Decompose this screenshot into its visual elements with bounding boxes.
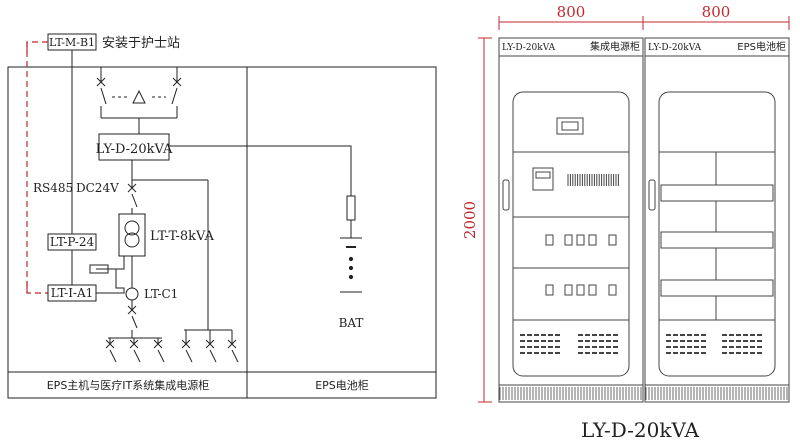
right-handle xyxy=(648,179,656,211)
insulation-link xyxy=(96,268,125,294)
breaker-module xyxy=(576,234,585,246)
vent-louvers xyxy=(499,174,788,400)
left-door xyxy=(512,91,630,377)
height-label: 2000 xyxy=(461,201,479,239)
ups-battery-line xyxy=(169,145,352,196)
footer-battery-label: EPS电池柜 xyxy=(315,379,369,392)
breaker-module xyxy=(564,284,573,296)
breaker-module xyxy=(545,234,554,246)
right-cabinet-name: EPS电池柜 xyxy=(737,40,786,53)
dc24v-label: DC24V xyxy=(76,181,119,195)
rs485-line xyxy=(26,41,48,294)
left-cabinet-name: 集成电源柜 xyxy=(590,40,640,53)
input-switch-1 xyxy=(100,87,107,105)
dimensions xyxy=(478,16,790,403)
left-cabinet-model: LY-D-20kVA xyxy=(502,43,556,53)
transformer-label: LT-T-8kVA xyxy=(150,229,215,244)
breaker-module xyxy=(576,284,585,296)
battery-dot-1 xyxy=(348,256,354,262)
right-door xyxy=(658,91,776,377)
insulation-module-label: LT-I-A1 xyxy=(51,286,94,300)
power-module-box xyxy=(47,233,97,251)
breaker-module xyxy=(564,234,573,246)
sensor-switch xyxy=(131,315,138,329)
breaker-module xyxy=(608,284,617,296)
battery-dot-3 xyxy=(348,274,354,280)
left-display xyxy=(556,117,584,135)
breaker-module xyxy=(545,284,554,296)
it-branches xyxy=(105,338,165,363)
cabinet-caption: LY-D-20kVA xyxy=(581,418,700,442)
input-x-1b xyxy=(96,77,106,87)
tx-x-b xyxy=(127,183,137,193)
power-module-label: LT-P-24 xyxy=(50,235,95,249)
schematic xyxy=(7,33,437,399)
tx-to-insulation xyxy=(96,256,125,270)
battery-fuse xyxy=(346,195,356,221)
left-handle xyxy=(502,179,510,211)
transformer-coil-1 xyxy=(124,220,140,236)
footer-main-label: EPS主机与医疗IT系统集成电源柜 xyxy=(47,378,210,392)
left-panel-meter-screen xyxy=(535,171,551,179)
input-x-2b xyxy=(172,77,182,87)
rs485-label: RS485 xyxy=(33,181,73,195)
right-shelf-1 xyxy=(660,184,774,202)
interlock-triangle xyxy=(132,89,146,104)
breaker-module xyxy=(588,234,597,246)
transformer-coil-2 xyxy=(124,232,140,248)
direct-branches xyxy=(181,330,239,363)
breaker-module xyxy=(588,284,597,296)
breaker-module xyxy=(608,234,617,246)
ups-box xyxy=(98,133,170,161)
monitor-note: 安装于护士站 xyxy=(102,36,180,51)
right-cabinet-model: LY-D-20kVA xyxy=(648,43,702,53)
battery-dot-2 xyxy=(348,265,354,271)
sensor-x-b xyxy=(127,305,137,315)
right-shelf-2 xyxy=(660,231,774,249)
left-panel-meter xyxy=(532,167,554,191)
monitor-label: LT-M-B1 xyxy=(49,36,95,49)
width-left-label: 800 xyxy=(557,3,586,21)
left-display-screen xyxy=(561,121,579,131)
ups-label: LY-D-20kVA xyxy=(96,142,173,157)
input-switch-2 xyxy=(171,87,178,105)
battery-label: BAT xyxy=(339,316,364,330)
right-shelf-3 xyxy=(660,279,774,297)
width-right-label: 800 xyxy=(702,3,731,21)
current-sensor-ring xyxy=(125,287,139,301)
current-sensor-label: LT-C1 xyxy=(144,287,178,301)
right-cabinet xyxy=(644,37,790,403)
left-cabinet xyxy=(498,37,644,403)
tx-switch xyxy=(131,193,138,208)
cabinet-elevation xyxy=(498,37,790,403)
schematic-frame xyxy=(7,66,437,399)
